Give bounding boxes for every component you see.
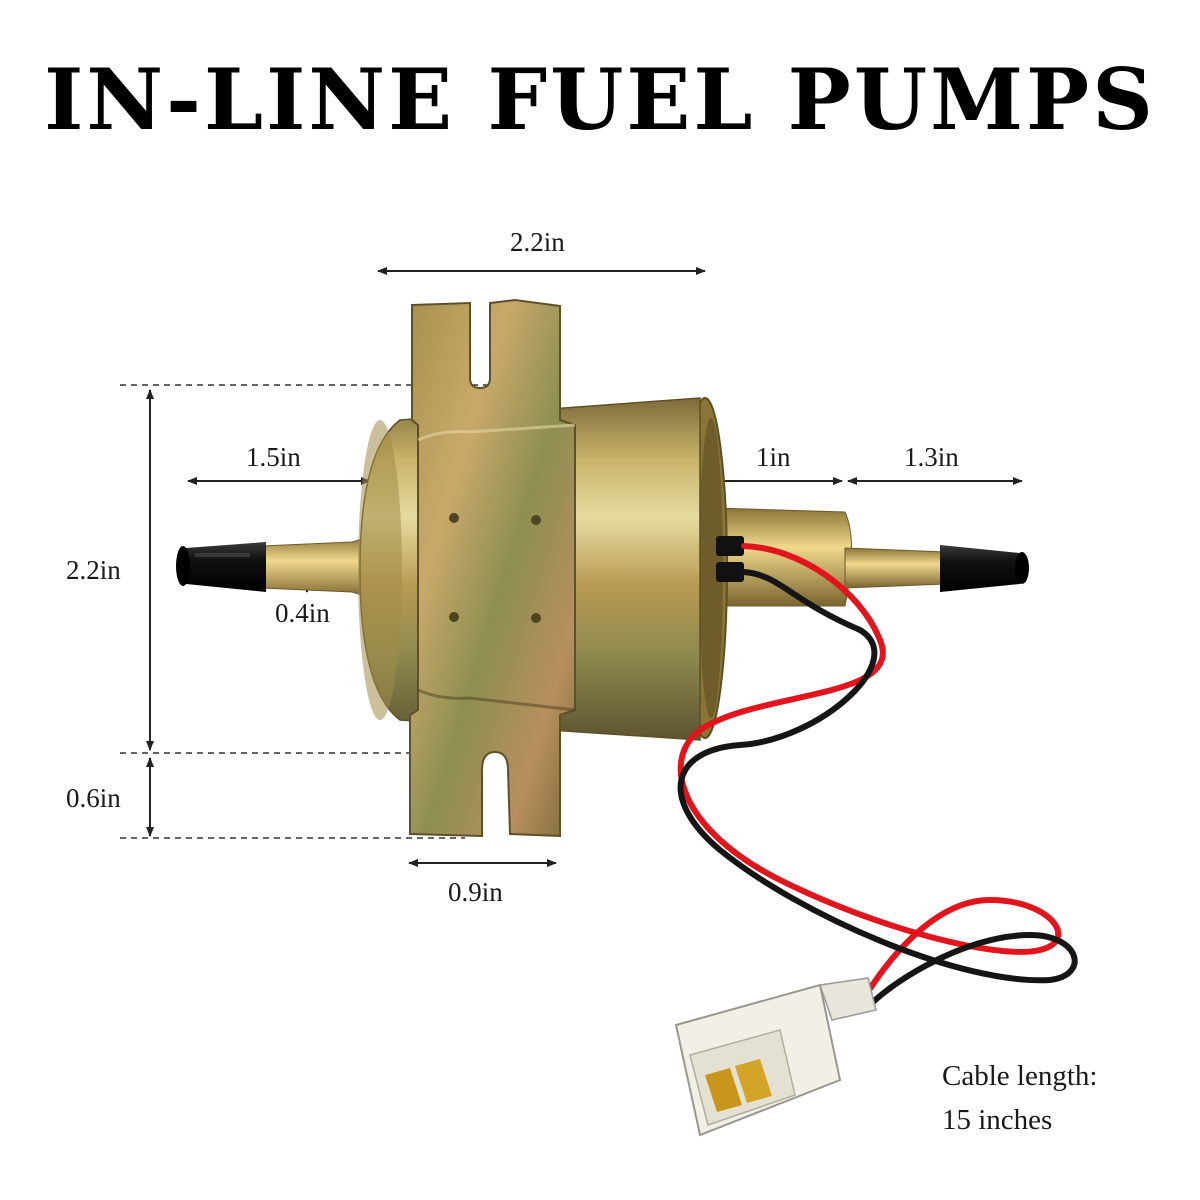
- dim-nozzle-diameter: 0.4in: [275, 598, 330, 628]
- connector: [674, 977, 877, 1137]
- dim-bracket-height: 0.6in: [66, 783, 121, 813]
- page-title: IN-LINE FUEL PUMPS: [44, 50, 1156, 149]
- left-nozzle: [176, 535, 373, 599]
- cable-length-label: Cable length:: [942, 1060, 1098, 1092]
- dimension-lines: [146, 267, 1023, 867]
- dim-body-height: 2.2in: [66, 555, 121, 585]
- dim-top-width: 2.2in: [510, 227, 565, 257]
- wires: [677, 543, 1078, 1013]
- mounting-bracket: [409, 298, 576, 838]
- dim-left-nozzle: 1.5in: [246, 442, 301, 472]
- right-nozzle: [714, 507, 1029, 607]
- dim-bracket-width: 0.9in: [448, 877, 503, 907]
- cable-length-note: Cable length: 15 inches: [942, 1054, 1097, 1142]
- dim-right-nozzle-tip: 1.3in: [904, 442, 959, 472]
- dim-right-nozzle-body: 1in: [756, 442, 791, 472]
- wire-grommets: [716, 536, 744, 582]
- cable-length-value: 15 inches: [942, 1104, 1053, 1136]
